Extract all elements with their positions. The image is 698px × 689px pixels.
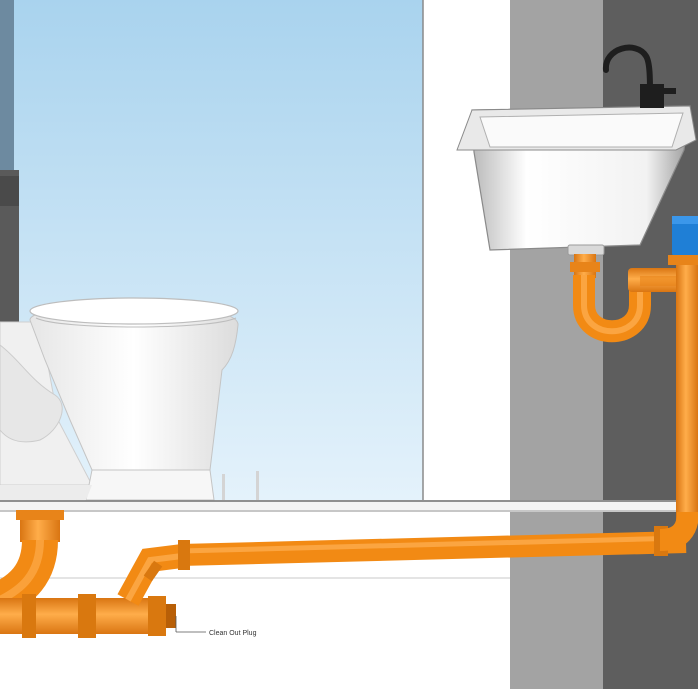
vent-cap-rim <box>672 216 698 224</box>
supply-stub-2 <box>256 471 259 500</box>
vent-fitting <box>668 255 698 265</box>
toilet <box>0 298 238 500</box>
floor-slab <box>0 500 698 512</box>
supply-stub-1 <box>222 474 225 500</box>
grey-wall-light <box>510 0 603 689</box>
toilet-tank-lid <box>0 176 19 206</box>
clean-out-plug-label: Clean Out Plug <box>209 630 257 637</box>
vent-stack <box>676 255 698 520</box>
main-drain <box>0 594 176 638</box>
